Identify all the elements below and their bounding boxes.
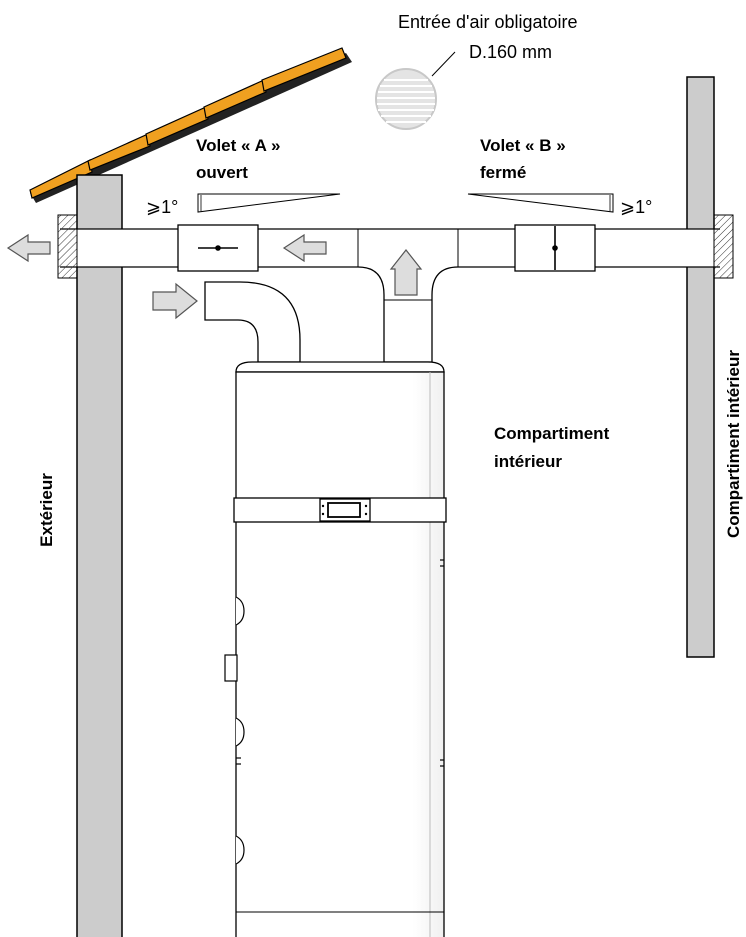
exterior-wall bbox=[76, 174, 123, 937]
roof-icon bbox=[29, 47, 352, 203]
damper-a-slope-label: ⩾1° bbox=[146, 197, 178, 217]
flow-arrow-icon bbox=[6, 233, 423, 320]
damper-b-slope-label: ⩾1° bbox=[620, 197, 652, 217]
air-intake-label-line2: D.160 mm bbox=[469, 42, 552, 62]
damper-a-label-line2: ouvert bbox=[196, 163, 248, 182]
interior-right-label: Compartiment intérieur bbox=[724, 350, 743, 538]
slope-indicator-a bbox=[197, 193, 341, 213]
slope-indicator-b bbox=[467, 193, 614, 213]
damper-a-label-line1: Volet « A » bbox=[196, 136, 280, 155]
damper-b-label-line1: Volet « B » bbox=[480, 136, 566, 155]
interior-center-label-line1: Compartiment bbox=[494, 424, 610, 443]
horizontal-duct bbox=[60, 228, 720, 268]
air-intake-leader bbox=[431, 51, 456, 77]
damper-open-icon bbox=[177, 224, 259, 272]
wall-sleeve-left bbox=[57, 214, 78, 279]
heat-pump-icon bbox=[224, 361, 447, 937]
damper-closed-icon bbox=[514, 224, 596, 272]
interior-wall bbox=[686, 76, 715, 658]
exterior-label: Extérieur bbox=[37, 473, 56, 547]
interior-center-label-line2: intérieur bbox=[494, 452, 562, 471]
elbow-duct bbox=[204, 281, 301, 363]
control-panel-icon bbox=[319, 498, 371, 522]
air-grille-icon bbox=[375, 68, 437, 130]
damper-b-label-line2: fermé bbox=[480, 163, 526, 182]
air-intake-label-line1: Entrée d'air obligatoire bbox=[398, 12, 578, 32]
wall-sleeve-right bbox=[713, 214, 734, 279]
